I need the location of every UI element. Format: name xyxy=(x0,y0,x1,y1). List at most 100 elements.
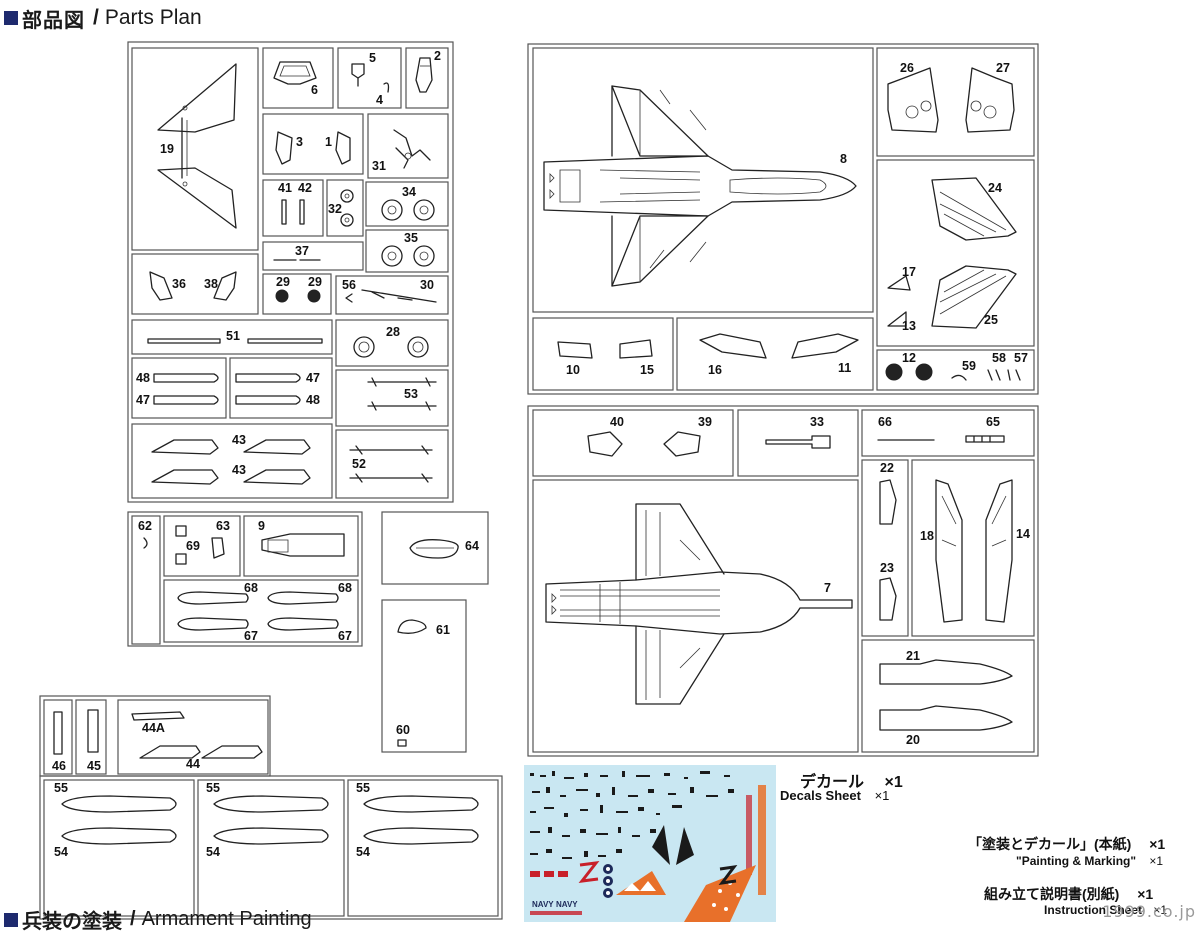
decal-count-en: ×1 xyxy=(874,788,890,803)
part-label-55c: 55 xyxy=(356,781,370,795)
part-39-40-intake-lips xyxy=(587,431,701,457)
part-12-dark-wheels xyxy=(885,363,933,381)
part-9-cockpit-tub xyxy=(261,533,345,557)
part-label-43b: 43 xyxy=(232,463,246,477)
part-label-7: 7 xyxy=(824,581,831,595)
part-label-56: 56 xyxy=(342,278,356,292)
part-18-14-intake-trunks xyxy=(935,479,1013,623)
decal-navy-text-a: NAVY xyxy=(532,900,554,909)
part-label-53: 53 xyxy=(404,387,418,401)
part-61-windscreen xyxy=(397,619,427,634)
part-41-42-struts xyxy=(281,199,305,225)
part-label-41: 41 xyxy=(278,181,292,195)
part-16-lerx xyxy=(699,333,767,359)
part-4-hook xyxy=(383,82,390,93)
part-label-54c: 54 xyxy=(356,845,370,859)
part-label-39: 39 xyxy=(698,415,712,429)
part-label-20: 20 xyxy=(906,733,920,747)
decal-navy-text-b: NAVY xyxy=(556,900,578,909)
part-label-40: 40 xyxy=(610,415,624,429)
part-label-64: 64 xyxy=(465,539,479,553)
part-label-34: 34 xyxy=(402,185,416,199)
part-19-vertical-tails xyxy=(157,63,237,229)
doc-painting-en: "Painting & Marking" xyxy=(1016,854,1137,868)
header-title-en: Parts Plan xyxy=(104,6,202,29)
part-60-small xyxy=(397,739,407,747)
part-label-19: 19 xyxy=(160,142,174,156)
part-53-missiles xyxy=(367,377,437,411)
part-28-engine-faces xyxy=(353,336,429,358)
part-20-21-nose-halves xyxy=(879,659,1013,731)
part-45-strip xyxy=(87,709,99,753)
part-label-59: 59 xyxy=(962,359,976,373)
part-63-69-small-parts xyxy=(175,525,225,565)
part-label-42: 42 xyxy=(298,181,312,195)
sprue-right-lower-frame xyxy=(527,405,1039,757)
part-label-4: 4 xyxy=(376,93,383,107)
part-62-hook xyxy=(143,537,148,549)
part-label-9: 9 xyxy=(258,519,265,533)
part-57-58-59-small xyxy=(951,369,1021,381)
part-26-27-intakes xyxy=(887,67,1015,133)
header-slash: / xyxy=(93,6,99,29)
part-label-37: 37 xyxy=(295,244,309,258)
doc-painting-en-row: "Painting & Marking" ×1 xyxy=(1016,854,1163,868)
part-label-30: 30 xyxy=(420,278,434,292)
part-label-23: 23 xyxy=(880,561,894,575)
doc-instruction-jp-row: 組み立て説明書(別紙) ×1 xyxy=(984,884,1153,904)
part-43-launchers xyxy=(151,439,311,485)
part-label-58: 58 xyxy=(992,351,1006,365)
watermark-text: 1999.co.jp xyxy=(1102,902,1196,921)
part-label-36: 36 xyxy=(172,277,186,291)
part-25-stabilizer xyxy=(931,265,1017,329)
part-label-46: 46 xyxy=(52,759,66,773)
doc-instruction-en: Instruction Sheet xyxy=(1044,903,1143,917)
part-label-54a: 54 xyxy=(54,845,68,859)
part-label-45: 45 xyxy=(87,759,101,773)
footer-section-header: 兵装の塗装 / Armament Painting xyxy=(4,905,312,934)
part-35-main-wheels xyxy=(381,245,435,267)
part-33-gear-leg xyxy=(765,435,831,449)
part-17-fin xyxy=(887,275,911,291)
part-label-10: 10 xyxy=(566,363,580,377)
part-44-launcher-b xyxy=(201,745,263,759)
part-label-69: 69 xyxy=(186,539,200,553)
part-label-13: 13 xyxy=(902,319,916,333)
decal-count: ×1 xyxy=(884,774,903,791)
header-title-jp: 部品図 xyxy=(22,9,85,32)
part-51-pylon-rails xyxy=(147,338,323,344)
part-64-canopy xyxy=(409,539,459,559)
part-23-gear-door xyxy=(879,577,897,621)
part-47-48-pods xyxy=(153,373,301,405)
decal-label-jp-row: デカール ×1 xyxy=(800,768,903,792)
part-label-31: 31 xyxy=(372,159,386,173)
part-24-stabilizer xyxy=(931,177,1017,241)
part-3-1-rudder-pedals xyxy=(275,131,351,165)
doc-instruction-count-en: ×1 xyxy=(1153,903,1168,917)
part-15-panel xyxy=(619,339,653,359)
footer-slash: / xyxy=(130,908,136,930)
part-label-48b: 48 xyxy=(306,393,320,407)
part-label-5: 5 xyxy=(369,51,376,65)
part-52-missiles xyxy=(349,445,433,483)
part-65-ladder xyxy=(965,435,1005,443)
part-67-68-tank-halves xyxy=(177,591,339,631)
part-label-12: 12 xyxy=(902,351,916,365)
decal-label-en: Decals Sheet xyxy=(780,788,861,803)
page-header: 部品図 / Parts Plan xyxy=(4,4,202,32)
part-label-33: 33 xyxy=(810,415,824,429)
footer-title-jp: 兵装の塗装 xyxy=(22,911,122,933)
doc-painting-count: ×1 xyxy=(1149,836,1166,852)
part-label-28: 28 xyxy=(386,325,400,339)
part-label-68a: 68 xyxy=(244,581,258,595)
part-label-2: 2 xyxy=(434,49,441,63)
part-label-55a: 55 xyxy=(54,781,68,795)
sprue-bottom-frame xyxy=(39,695,503,920)
header-square-icon xyxy=(4,11,18,25)
part-label-67b: 67 xyxy=(338,629,352,643)
part-label-8: 8 xyxy=(840,152,847,166)
part-label-18: 18 xyxy=(920,529,934,543)
part-label-57: 57 xyxy=(1014,351,1028,365)
footer-title-en: Armament Painting xyxy=(141,908,312,930)
part-label-26: 26 xyxy=(900,61,914,75)
